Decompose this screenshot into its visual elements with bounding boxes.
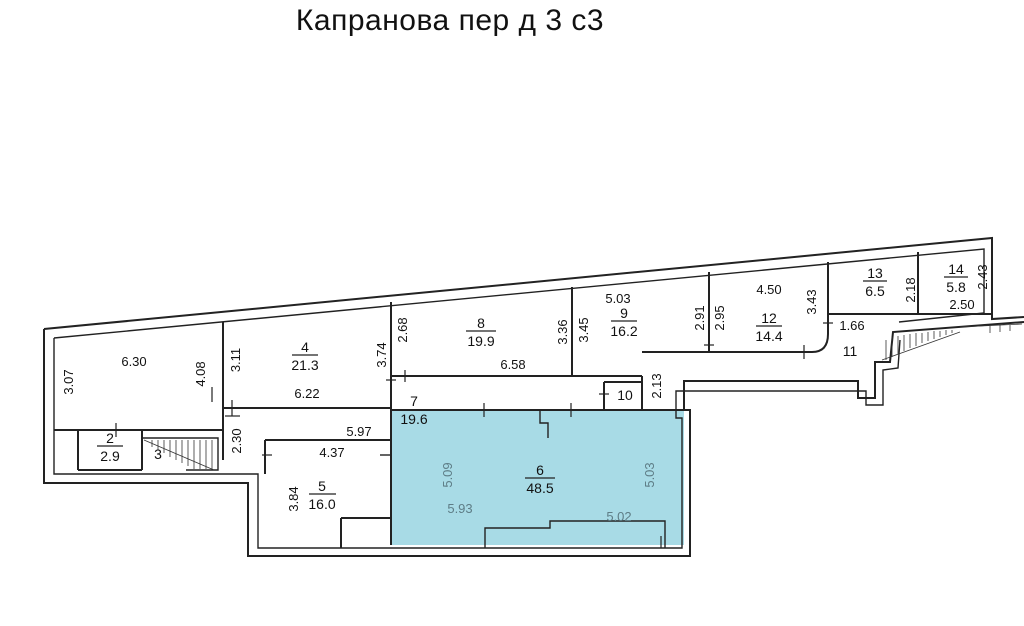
room-number: 13 [867, 265, 883, 281]
stair-11 [881, 323, 1023, 361]
room-area: 14.4 [755, 328, 782, 344]
fixture [484, 520, 666, 548]
room-number: 5 [318, 478, 326, 494]
dimension-label: 2.13 [649, 373, 664, 398]
dimension-label: 2.50 [949, 297, 974, 312]
room-number: 14 [948, 261, 964, 277]
room-number: 10 [617, 387, 633, 403]
room-number: 7 [410, 393, 418, 409]
room-number: 11 [843, 343, 858, 359]
room-number: 9 [620, 305, 628, 321]
dimension-label: 5.93 [447, 501, 472, 516]
dimension-label: 3.74 [374, 342, 389, 367]
dimension-label: 2.91 [692, 305, 707, 330]
dimension-label: 5.09 [440, 462, 455, 487]
inner-wall-top [53, 248, 985, 339]
page-title: Капранова пер д 3 с3 [295, 4, 605, 37]
room-number: 2 [106, 430, 114, 446]
room-number: 6 [536, 462, 544, 478]
room-number: 8 [477, 315, 485, 331]
dimension-label: 2.68 [395, 317, 410, 342]
dimension-label: 5.03 [642, 462, 657, 487]
dimension-label: 5.97 [346, 424, 371, 439]
dimension-label: 3.45 [576, 317, 591, 342]
room-number: 3 [154, 446, 162, 462]
dimension-label: 6.30 [121, 354, 146, 369]
room-number: 12 [761, 310, 777, 326]
dimension-label: 4.50 [756, 282, 781, 297]
room-area: 16.0 [308, 496, 335, 512]
dimension-label: 3.11 [228, 348, 243, 372]
stair-3 [142, 437, 219, 471]
dimension-label: 4.08 [193, 361, 208, 386]
room-number: 4 [301, 339, 309, 355]
wall [811, 333, 829, 353]
room-area: 48.5 [526, 480, 553, 496]
dimension-label: 4.37 [319, 445, 344, 460]
dimension-label: 6.22 [294, 386, 319, 401]
outer-wall-top [43, 236, 1024, 330]
room-area: 5.8 [946, 279, 966, 295]
dimension-label: 2.43 [975, 264, 990, 289]
room-area: 19.6 [400, 411, 427, 427]
dimension-label: 3.36 [555, 319, 570, 344]
dimension-label: 3.43 [804, 289, 819, 314]
dimension-label: 2.95 [712, 305, 727, 330]
room-area: 19.9 [467, 333, 494, 349]
inner-wall [53, 338, 901, 549]
outer-wall [43, 321, 1024, 557]
dimension-label: 3.07 [61, 369, 76, 394]
dimension-label: 6.58 [500, 357, 525, 372]
room-area: 16.2 [610, 323, 637, 339]
dimension-label: 2.30 [229, 428, 244, 453]
dimension-label: 5.02 [606, 509, 631, 524]
dimension-label: 2.18 [903, 277, 918, 302]
room-area: 2.9 [100, 448, 120, 464]
fixture [539, 410, 549, 438]
dimension-label: 3.84 [286, 486, 301, 511]
room-area: 21.3 [291, 357, 318, 373]
dimension-label: 1.66 [839, 318, 864, 333]
room-area: 6.5 [865, 283, 885, 299]
dimension-label: 5.03 [605, 291, 630, 306]
